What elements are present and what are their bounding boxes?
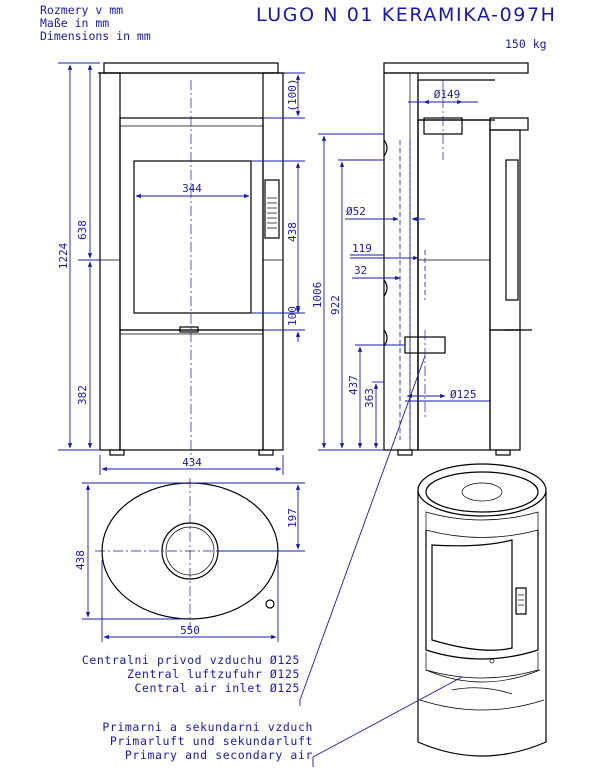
dim-638: 638 bbox=[76, 220, 89, 240]
dim-434: 434 bbox=[182, 456, 202, 469]
front-right-panel bbox=[262, 72, 284, 451]
dim-119: 119 bbox=[352, 242, 372, 255]
dim-1224: 1224 bbox=[57, 242, 70, 269]
side-rear-panel bbox=[383, 72, 419, 451]
stove-weight: 150 kg bbox=[505, 37, 547, 51]
note-central-air-de: Zentral luftzufuhr Ø125 bbox=[127, 667, 300, 681]
dim-437: 437 bbox=[347, 375, 360, 395]
front-left-panel bbox=[99, 72, 121, 451]
dim-32: 32 bbox=[354, 264, 367, 277]
dim-197: 197 bbox=[286, 508, 299, 528]
dim-52: Ø52 bbox=[346, 205, 366, 218]
note-primary-air: Primarni a sekundarni vzduch Primarluft … bbox=[102, 720, 313, 762]
isometric-view bbox=[417, 463, 547, 757]
note-central-air: Centralni privod vzduchu Ø125 Zentral lu… bbox=[82, 653, 300, 695]
side-lower-cover bbox=[489, 329, 521, 451]
dim-100-bottom: 100 bbox=[286, 306, 299, 326]
dim-438-window: 438 bbox=[286, 222, 299, 242]
dim-100-top: (100) bbox=[286, 78, 299, 111]
drawing-title: LUGO N 01 KERAMIKA-097H bbox=[256, 4, 557, 26]
dim-344: 344 bbox=[182, 182, 202, 195]
units-note: Rozmery v mm Maße in mm Dimensions in mm bbox=[40, 4, 151, 43]
note-primary-air-cz: Primarni a sekundarni vzduch bbox=[102, 720, 313, 734]
side-view: Ø149 1006 922 Ø52 119 32 437 363 bbox=[311, 62, 532, 456]
dim-438-top: 438 bbox=[74, 550, 87, 570]
dim-125-side: Ø125 bbox=[450, 388, 477, 401]
front-glass-window bbox=[133, 160, 252, 314]
units-line-en: Dimensions in mm bbox=[40, 29, 151, 43]
front-view: 1224 638 382 434 344 (100) 438 100 bbox=[57, 62, 305, 475]
front-door bbox=[119, 117, 264, 331]
note-central-air-cz: Centralni privod vzduchu Ø125 bbox=[82, 653, 300, 667]
note-primary-air-de: Primarluft und sekundarluft bbox=[110, 734, 313, 748]
front-lower-cover bbox=[119, 329, 264, 451]
dim-149: Ø149 bbox=[434, 88, 461, 101]
note-primary-air-en: Primary and secondary air bbox=[125, 748, 313, 762]
units-line-cz: Rozmery v mm bbox=[40, 3, 124, 17]
dim-363: 363 bbox=[363, 388, 376, 408]
front-handle bbox=[264, 179, 280, 239]
units-line-de: Maße in mm bbox=[40, 16, 110, 30]
dim-1006: 1006 bbox=[311, 282, 324, 309]
dim-550: 550 bbox=[180, 624, 200, 637]
dim-922: 922 bbox=[329, 295, 342, 315]
leader-central-air bbox=[299, 355, 426, 701]
dim-382: 382 bbox=[76, 385, 89, 405]
side-top-plate bbox=[383, 62, 529, 74]
top-view: 438 197 550 bbox=[74, 478, 305, 642]
front-top-plate bbox=[103, 62, 279, 74]
leader-primary-air bbox=[312, 676, 463, 758]
note-central-air-en: Central air inlet Ø125 bbox=[134, 681, 300, 695]
